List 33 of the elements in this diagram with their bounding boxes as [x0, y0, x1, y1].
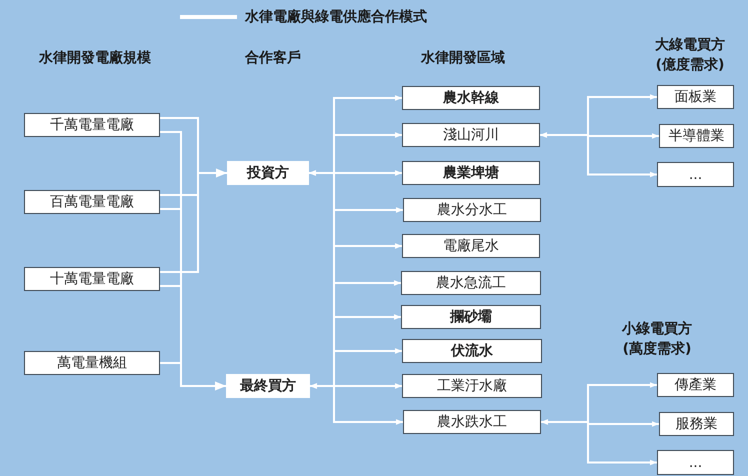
area-box: 淺山河川 — [402, 123, 540, 147]
connector-arrow — [160, 362, 226, 390]
buyer-box: ... — [657, 162, 734, 187]
buyer-box: 傳產業 — [657, 373, 734, 397]
area-box: 工業汙水廠 — [402, 374, 542, 398]
area-box: 農水幹線 — [402, 86, 540, 110]
customer-box: 最終買方 — [226, 374, 310, 398]
area-box: 農水跌水工 — [403, 410, 541, 434]
connector-arrow — [540, 132, 657, 178]
area-box: 農業埤塘 — [402, 161, 540, 185]
plant-box: 萬電量機組 — [24, 351, 160, 375]
area-box: 攔砂壩 — [401, 305, 541, 329]
plant-box: 十萬電量電廠 — [24, 267, 160, 291]
area-box: 電廠尾水 — [402, 234, 540, 258]
plant-box: 千萬電量電廠 — [24, 113, 160, 137]
area-box: 農水分水工 — [403, 198, 541, 222]
area-box: 農水急流工 — [401, 271, 541, 295]
customer-box: 投資方 — [227, 161, 309, 185]
column-heading: 合作客戶 — [244, 48, 302, 68]
buyer-box: 半導體業 — [659, 124, 734, 148]
buyer-box: 面板業 — [657, 85, 734, 109]
area-box: 伏流水 — [402, 339, 542, 363]
connector-arrow — [541, 419, 657, 466]
column-heading: 水律開發電廠規模 — [38, 49, 152, 68]
plant-box: 百萬電量電廠 — [24, 190, 160, 214]
column-heading: 大綠電買方 (億度需求) — [654, 36, 726, 75]
legend-text: 水律電廠與綠電供應合作模式 — [245, 8, 427, 27]
connector-arrow — [310, 383, 403, 425]
column-heading: 小綠電買方 (萬度需求) — [620, 320, 693, 359]
column-heading: 水律開發區域 — [420, 49, 506, 68]
buyer-box: 服務業 — [659, 412, 734, 436]
connector-arrow — [160, 168, 227, 273]
buyer-box: ... — [657, 450, 734, 475]
